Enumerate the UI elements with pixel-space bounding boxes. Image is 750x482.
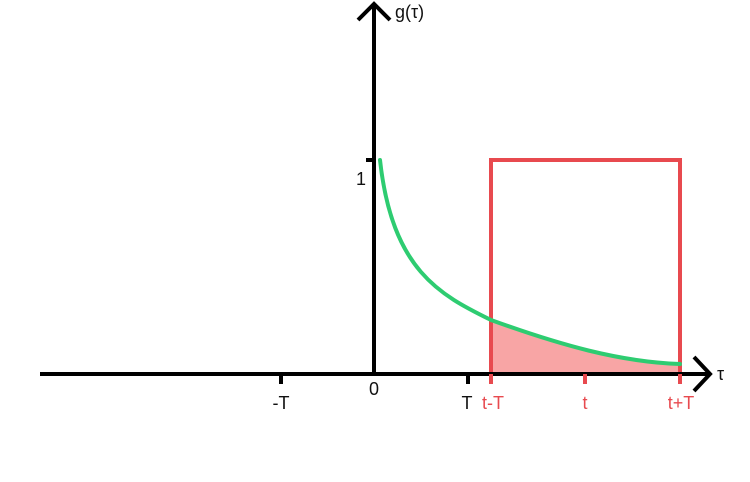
x-axis-arrowhead xyxy=(692,355,713,393)
x-tick-label-t: t xyxy=(582,393,587,413)
x-tick-label-zero: 0 xyxy=(369,379,379,399)
x-tick-label-T: T xyxy=(462,393,473,413)
y-axis-label: g(τ) xyxy=(395,2,424,22)
x-tick-label-t-minus-T: t-T xyxy=(482,393,504,413)
y-tick-label-1: 1 xyxy=(356,169,366,189)
x-axis-label: τ xyxy=(717,364,724,384)
exponential-decay-curve xyxy=(378,158,682,366)
y-axis-arrowhead xyxy=(356,1,392,22)
x-tick-label-t-plus-T: t+T xyxy=(668,393,695,413)
x-tick-label-neg-T: -T xyxy=(273,393,290,413)
